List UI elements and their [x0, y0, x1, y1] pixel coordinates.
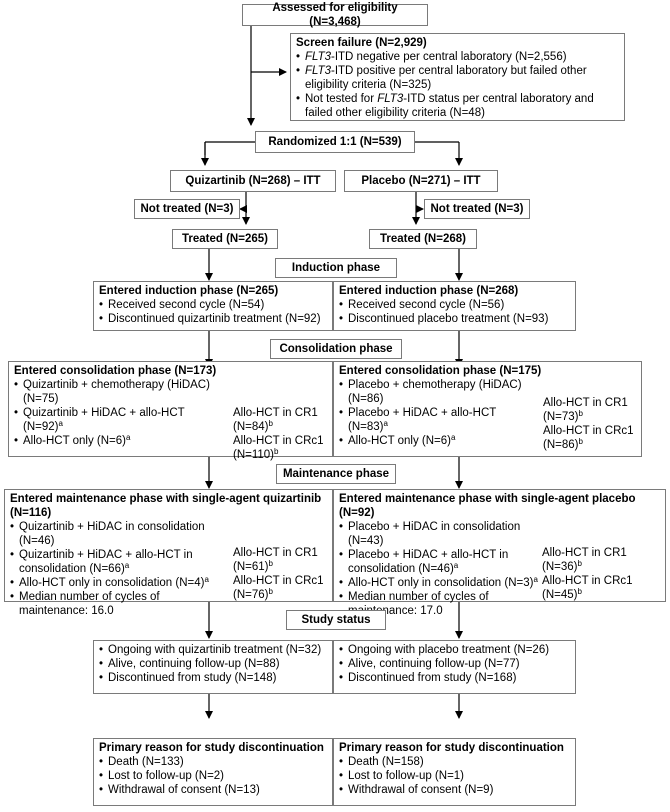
list-item-n: (N=43) [348, 535, 384, 547]
list-item: Received second cycle (N=56) [339, 298, 570, 312]
list-item: Placebo + HiDAC in consolidation [339, 520, 660, 534]
left-itt-label: Quizartinib (N=268) – ITT [185, 175, 321, 187]
list-item: Median number of cycles of [339, 590, 660, 604]
list-item: Quizartinib + HiDAC + allo-HCT [14, 406, 327, 420]
left-itt-box: Quizartinib (N=268) – ITT [170, 170, 336, 192]
left-not-treated-label: Not treated (N=3) [140, 203, 234, 215]
right-not-treated-label: Not treated (N=3) [430, 203, 524, 215]
left-consolidation-title: Entered consolidation phase (N=173) [14, 365, 217, 377]
list-item: Death (N=133) [99, 755, 327, 769]
right-itt-box: Placebo (N=271) – ITT [344, 170, 498, 192]
right-maintenance-cr1: Allo-HCT in CR1 (N=36)b Allo-HCT in CRc1… [542, 547, 633, 601]
list-item: Quizartinib + chemotherapy (HiDAC) [14, 378, 327, 392]
list-item: Quizartinib + HiDAC + allo-HCT in [10, 548, 327, 562]
left-treated-box: Treated (N=265) [172, 229, 278, 249]
screen-failure-item: FLT3-ITD positive per central laboratory… [296, 64, 619, 92]
left-induction-title: Entered induction phase (N=265) [99, 285, 279, 297]
list-item-n: (N=75) [23, 393, 59, 405]
right-status-box: Ongoing with placebo treatment (N=26) Al… [333, 640, 576, 694]
left-reason-title: Primary reason for study discontinuation [99, 742, 324, 754]
list-item: Placebo + HiDAC + allo-HCT [339, 406, 636, 420]
list-item-n: (N=83)a [348, 419, 388, 434]
left-maintenance-cr1: Allo-HCT in CR1 (N=61)b Allo-HCT in CRc1… [233, 547, 324, 601]
assessed-label: Assessed for eligibility (N=3,468) [272, 2, 398, 28]
screen-failure-box: Screen failure (N=2,929) FLT3-ITD negati… [290, 33, 625, 121]
screen-failure-title: Screen failure (N=2,929) [296, 37, 427, 49]
list-item-n: consolidation (N=66)a [19, 561, 130, 576]
left-reason-box: Primary reason for study discontinuation… [93, 738, 333, 806]
left-maintenance-box: Entered maintenance phase with single-ag… [4, 489, 333, 617]
randomized-box: Randomized 1:1 (N=539) [255, 131, 415, 153]
screen-failure-item: Not tested for FLT3-ITD status per centr… [296, 92, 619, 120]
list-item: Alive, continuing follow-up (N=77) [339, 657, 570, 671]
right-consolidation-box: Entered consolidation phase (N=175) Plac… [333, 361, 642, 457]
list-item: Lost to follow-up (N=2) [99, 769, 327, 783]
left-treated-label: Treated (N=265) [182, 233, 268, 245]
left-induction-box: Entered induction phase (N=265) Received… [93, 281, 333, 331]
list-item: Lost to follow-up (N=1) [339, 769, 570, 783]
list-item: Discontinued from study (N=168) [339, 671, 570, 685]
right-reason-title: Primary reason for study discontinuation [339, 742, 564, 754]
right-not-treated-box: Not treated (N=3) [424, 199, 530, 219]
list-item: Quizartinib + HiDAC in consolidation [10, 520, 327, 534]
list-item: Ongoing with placebo treatment (N=26) [339, 643, 570, 657]
right-treated-box: Treated (N=268) [369, 229, 477, 249]
list-item: Discontinued from study (N=148) [99, 671, 327, 685]
list-item: Allo-HCT only (N=6)a [14, 434, 327, 449]
list-item-n: (N=46) [19, 535, 55, 547]
list-item: Withdrawal of consent (N=9) [339, 783, 570, 797]
maintenance-phase-label-box: Maintenance phase [276, 464, 396, 484]
list-item: Allo-HCT only (N=6)a [339, 434, 636, 449]
list-item-n: (N=86) [348, 393, 384, 405]
induction-phase-label: Induction phase [291, 262, 381, 274]
list-item: Alive, continuing follow-up (N=88) [99, 657, 327, 671]
right-maintenance-box: Entered maintenance phase with single-ag… [333, 489, 666, 617]
list-item: Ongoing with quizartinib treatment (N=32… [99, 643, 327, 657]
study-status-label: Study status [301, 614, 371, 626]
left-consolidation-box: Entered consolidation phase (N=173) Quiz… [8, 361, 333, 461]
list-item-n: maintenance: 17.0 [348, 605, 443, 617]
list-item: Withdrawal of consent (N=13) [99, 783, 327, 797]
list-item: Placebo + chemotherapy (HiDAC) [339, 378, 636, 392]
maintenance-phase-label: Maintenance phase [282, 468, 390, 480]
left-consolidation-cr1: Allo-HCT in CR1 (N=84)b Allo-HCT in CRc1… [233, 407, 324, 461]
right-itt-label: Placebo (N=271) – ITT [361, 175, 481, 187]
left-status-box: Ongoing with quizartinib treatment (N=32… [93, 640, 333, 694]
list-item: Death (N=158) [339, 755, 570, 769]
right-maintenance-title: Entered maintenance phase with single-ag… [339, 493, 636, 505]
right-induction-title: Entered induction phase (N=268) [339, 285, 519, 297]
right-consolidation-title: Entered consolidation phase (N=175) [339, 365, 542, 377]
list-item-n: consolidation (N=46)a [348, 561, 459, 576]
list-item: Discontinued placebo treatment (N=93) [339, 312, 570, 326]
list-item: Median number of cycles of [10, 590, 327, 604]
list-item: Discontinued quizartinib treatment (N=92… [99, 312, 327, 326]
right-reason-box: Primary reason for study discontinuation… [333, 738, 576, 806]
assessed-box: Assessed for eligibility (N=3,468) [242, 2, 428, 28]
list-item-n: (N=92)a [23, 419, 63, 434]
list-item: Placebo + HiDAC + allo-HCT in [339, 548, 660, 562]
left-not-treated-box: Not treated (N=3) [134, 199, 240, 219]
list-item: Allo-HCT only in consolidation (N=3)a [339, 576, 660, 591]
randomized-label: Randomized 1:1 (N=539) [268, 136, 402, 148]
screen-failure-item: FLT3-ITD negative per central laboratory… [296, 50, 619, 64]
induction-phase-label-box: Induction phase [275, 258, 397, 278]
consolidation-phase-label-box: Consolidation phase [270, 339, 402, 359]
consolidation-phase-label: Consolidation phase [279, 343, 393, 355]
right-induction-box: Entered induction phase (N=268) Received… [333, 281, 576, 331]
left-maintenance-title-n: (N=116) [10, 507, 52, 519]
list-item: Received second cycle (N=54) [99, 298, 327, 312]
list-item: Allo-HCT only in consolidation (N=4)a [10, 576, 327, 591]
study-status-label-box: Study status [286, 610, 386, 630]
list-item-n: maintenance: 16.0 [19, 605, 114, 617]
right-treated-label: Treated (N=268) [380, 233, 466, 245]
right-consolidation-cr1: Allo-HCT in CR1 (N=73)b Allo-HCT in CRc1… [543, 397, 634, 451]
right-maintenance-title-n: (N=92) [339, 507, 375, 519]
left-maintenance-title: Entered maintenance phase with single-ag… [10, 493, 322, 505]
